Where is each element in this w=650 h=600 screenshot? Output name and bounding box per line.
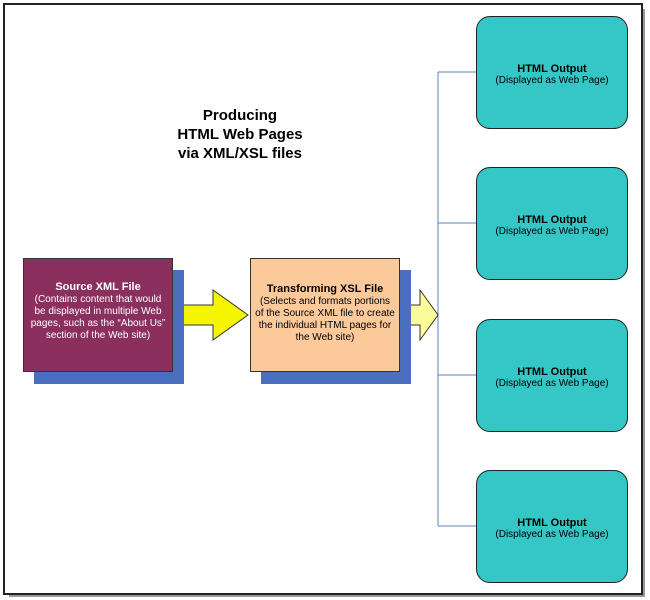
- title-line-2: HTML Web Pages: [177, 126, 303, 143]
- html-output-heading: HTML Output: [517, 366, 587, 378]
- html-output-box-2: HTML Output (Displayed as Web Page): [476, 167, 628, 280]
- html-output-heading: HTML Output: [517, 214, 587, 226]
- transform-xsl-description: (Selects and formats portions of the Sou…: [255, 296, 395, 343]
- diagram-title: Producing HTML Web Pages via XML/XSL fil…: [150, 106, 330, 163]
- source-xml-heading: Source XML File: [55, 281, 141, 293]
- source-xml-description: (Contains content that would be displaye…: [30, 294, 166, 341]
- html-output-description: (Displayed as Web Page): [495, 378, 609, 389]
- source-xml-box: Source XML File (Contains content that w…: [23, 258, 173, 372]
- html-output-description: (Displayed as Web Page): [495, 226, 609, 237]
- html-output-box-1: HTML Output (Displayed as Web Page): [476, 16, 628, 129]
- arrow-source-to-transform: [173, 289, 249, 341]
- html-output-heading: HTML Output: [517, 517, 587, 529]
- title-line-1: Producing: [202, 107, 278, 124]
- html-output-description: (Displayed as Web Page): [495, 529, 609, 540]
- html-output-box-3: HTML Output (Displayed as Web Page): [476, 319, 628, 432]
- title-line-3: via XML/XSL files: [178, 145, 302, 162]
- html-output-box-4: HTML Output (Displayed as Web Page): [476, 470, 628, 583]
- html-output-heading: HTML Output: [517, 63, 587, 75]
- html-output-description: (Displayed as Web Page): [495, 75, 609, 86]
- transform-xsl-box: Transforming XSL File (Selects and forma…: [250, 258, 400, 372]
- transform-xsl-heading: Transforming XSL File: [266, 283, 384, 295]
